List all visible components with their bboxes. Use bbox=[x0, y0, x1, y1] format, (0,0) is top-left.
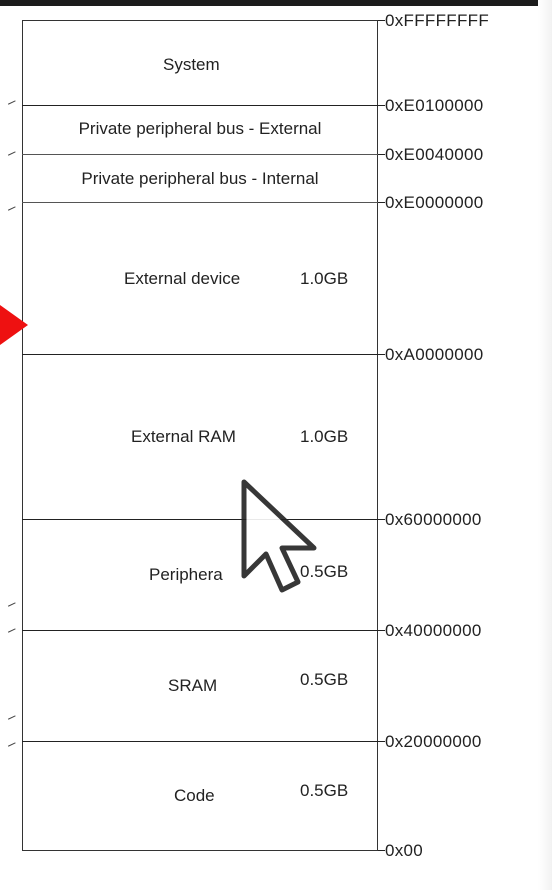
region-label-ppb-internal: Private peripheral bus - Internal bbox=[81, 169, 319, 188]
region-size-sram: 0.5GB bbox=[300, 670, 349, 689]
left-margin-mark bbox=[7, 602, 17, 608]
divider-e0000000 bbox=[22, 202, 380, 203]
divider-e0100000 bbox=[22, 105, 380, 106]
left-margin-mark bbox=[7, 628, 17, 634]
divider-e0040000 bbox=[22, 154, 380, 155]
region-label-system: System bbox=[163, 55, 220, 74]
left-margin-mark bbox=[7, 100, 17, 106]
region-label-ppb-external: Private peripheral bus - External bbox=[78, 119, 322, 138]
region-label-sram: SRAM bbox=[168, 676, 218, 695]
left-margin-mark bbox=[7, 715, 17, 721]
memory-map-box bbox=[22, 20, 378, 851]
left-margin-mark bbox=[7, 206, 17, 212]
region-size-external-ram: 1.0GB bbox=[300, 427, 349, 446]
left-margin-mark bbox=[7, 742, 17, 748]
address-label: 0xE0000000 bbox=[385, 193, 484, 212]
tick bbox=[378, 105, 385, 106]
divider-60000000 bbox=[22, 519, 380, 520]
tick bbox=[378, 741, 385, 742]
tick bbox=[378, 630, 385, 631]
address-label: 0xFFFFFFFF bbox=[385, 11, 490, 30]
tick bbox=[378, 354, 385, 355]
left-margin-mark bbox=[7, 151, 17, 157]
mouse-cursor-icon bbox=[236, 478, 326, 608]
address-label: 0x40000000 bbox=[385, 621, 482, 640]
region-label-external-ram: External RAM bbox=[131, 427, 236, 446]
red-arrow-icon bbox=[0, 305, 28, 345]
region-size-peripheral: 0.5GB bbox=[300, 562, 349, 581]
right-edge-strip bbox=[538, 0, 552, 890]
top-window-bar bbox=[0, 0, 552, 6]
region-label-peripheral: Periphera bbox=[149, 565, 223, 584]
region-label-external-device: External device bbox=[124, 269, 241, 288]
address-label: 0xA0000000 bbox=[385, 345, 484, 364]
region-size-external-device: 1.0GB bbox=[300, 269, 349, 288]
address-label: 0x00 bbox=[385, 841, 424, 860]
tick bbox=[378, 20, 385, 21]
address-label: 0xE0100000 bbox=[385, 96, 484, 115]
divider-20000000 bbox=[22, 741, 380, 742]
divider-a0000000 bbox=[22, 354, 380, 355]
tick bbox=[378, 154, 385, 155]
tick bbox=[378, 202, 385, 203]
address-label: 0x20000000 bbox=[385, 732, 482, 751]
address-label: 0x60000000 bbox=[385, 510, 482, 529]
divider-40000000 bbox=[22, 630, 380, 631]
tick bbox=[378, 850, 385, 851]
region-label-code: Code bbox=[174, 786, 215, 805]
address-label: 0xE0040000 bbox=[385, 145, 484, 164]
region-size-code: 0.5GB bbox=[300, 781, 349, 800]
tick bbox=[378, 519, 385, 520]
